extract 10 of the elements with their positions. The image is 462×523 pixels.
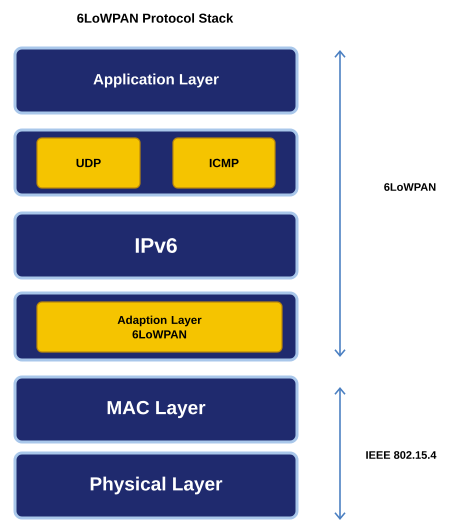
layer-box: UDP <box>36 137 141 189</box>
layer-box: IPv6 <box>14 212 298 280</box>
layer-box: MAC Layer <box>14 376 298 444</box>
layer-box: Physical Layer <box>14 452 298 520</box>
layer-box: Application Layer <box>14 46 298 114</box>
diagram-title: 6LoWPAN Protocol Stack <box>77 13 234 23</box>
layer-box: Adaption Layer 6LoWPAN <box>36 301 283 353</box>
span-label: IEEE 802.15.4 <box>366 451 436 459</box>
span-label: 6LoWPAN <box>384 183 436 191</box>
layer-box: ICMP <box>172 137 276 189</box>
